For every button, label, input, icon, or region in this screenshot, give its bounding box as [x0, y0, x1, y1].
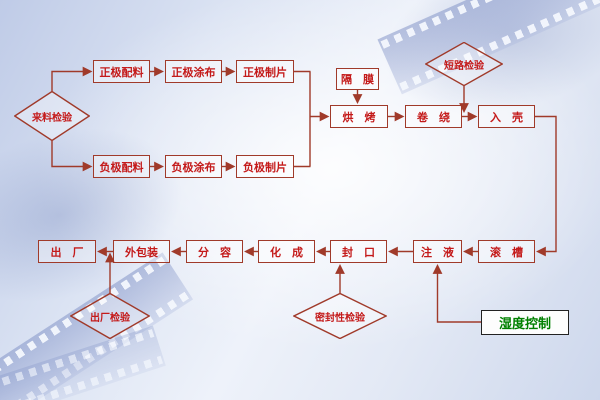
node-casing: 入 壳	[478, 105, 535, 128]
node-label: 封 口	[342, 245, 375, 259]
diamond-shape	[293, 293, 387, 339]
diamond-shape	[70, 293, 150, 339]
node-shipping-inspection: 出厂检验	[70, 293, 150, 339]
node-label: 化 成	[270, 245, 303, 259]
node-separator: 隔 膜	[336, 68, 379, 90]
node-label: 出 厂	[50, 245, 84, 259]
node-label: 正极配料	[99, 65, 144, 79]
node-capacity-grading: 分 容	[186, 240, 243, 263]
node-label: 密封性检验	[315, 312, 365, 324]
node-label: 入 壳	[490, 110, 523, 124]
node-label: 正极制片	[243, 65, 287, 79]
node-label: 负极制片	[243, 160, 287, 174]
node-label: 滚 槽	[490, 245, 523, 259]
node-baking: 烘 烤	[330, 105, 388, 128]
node-negative-sheeting: 负极制片	[236, 155, 294, 178]
node-negative-batching: 负极配料	[93, 155, 150, 178]
node-winding: 卷 绕	[405, 105, 462, 128]
connector	[51, 66, 93, 91]
node-label: 出厂检验	[90, 312, 130, 324]
node-packaging: 外包装	[113, 240, 170, 263]
node-label: 来料检验	[32, 112, 72, 124]
node-seal-inspection: 密封性检验	[293, 293, 387, 339]
node-label: 注 液	[421, 245, 454, 259]
node-label: 烘 烤	[342, 110, 376, 124]
diamond-shape	[425, 42, 503, 86]
node-positive-coating: 正极涂布	[165, 60, 222, 83]
node-label: 卷 绕	[417, 110, 450, 124]
node-label: 隔 膜	[341, 73, 374, 86]
node-label: 短路检验	[444, 60, 484, 72]
node-label: 湿度控制	[498, 317, 551, 332]
node-incoming-inspection: 来料检验	[14, 91, 90, 141]
node-positive-batching: 正极配料	[93, 60, 150, 83]
node-formation: 化 成	[258, 240, 315, 263]
node-label: 负极配料	[99, 160, 144, 174]
connector	[432, 264, 481, 323]
node-label: 正极涂布	[171, 65, 216, 79]
node-label: 外包装	[125, 245, 158, 259]
node-label: 分 容	[198, 245, 231, 259]
node-grooving: 滚 槽	[478, 240, 535, 263]
node-electrolyte-filling: 注 液	[413, 240, 462, 263]
diamond-shape	[14, 91, 90, 141]
node-sealing: 封 口	[330, 240, 387, 263]
node-shipping: 出 厂	[38, 240, 96, 263]
node-humidity-control: 湿度控制	[481, 310, 569, 335]
node-negative-coating: 负极涂布	[165, 155, 222, 178]
connector	[51, 141, 93, 172]
node-short-circuit-inspection: 短路检验	[425, 42, 503, 86]
node-positive-sheeting: 正极制片	[236, 60, 294, 83]
connector	[535, 115, 557, 257]
node-label: 负极涂布	[171, 160, 216, 174]
